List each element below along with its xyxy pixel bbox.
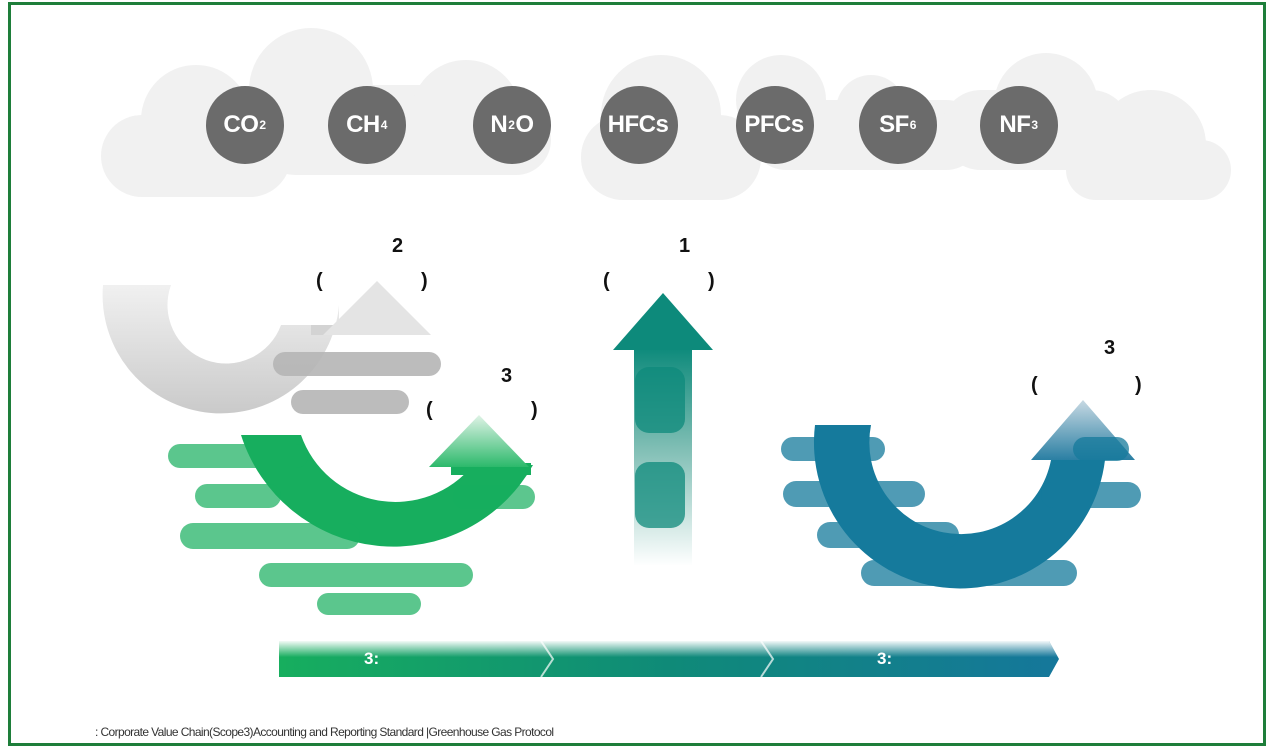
scope3-upstream-arrow: [168, 415, 535, 615]
scope2-close-paren: ): [421, 270, 428, 292]
scope3-downstream-number: 3: [1104, 337, 1116, 359]
scope3-downstream-open-paren: (: [1031, 374, 1038, 396]
scope3-upstream-close-paren: ): [531, 399, 538, 421]
scope1-arrow: [613, 293, 713, 566]
scope2-number: 2: [392, 235, 404, 257]
scope3-downstream-arrow: [781, 400, 1141, 589]
source-note: : Corporate Value Chain(Scope3)Accountin…: [95, 725, 554, 739]
scope3-upstream-number: 3: [501, 365, 513, 387]
scope1-open-paren: (: [603, 270, 610, 292]
scope1-number: 1: [679, 235, 691, 257]
downstream-bar-label: 3:: [877, 649, 893, 668]
gas-hfcs: HFCs: [600, 86, 678, 164]
gas-pfcs: PFCs: [736, 86, 814, 164]
upstream-bar-label: 3:: [364, 649, 380, 668]
scope2-open-paren: (: [316, 270, 323, 292]
scope2-arrow: [102, 281, 441, 414]
value-chain-bar: [279, 640, 1059, 678]
scope3-upstream-open-paren: (: [426, 399, 433, 421]
scope1-close-paren: ): [708, 270, 715, 292]
scope3-downstream-close-paren: ): [1135, 374, 1142, 396]
